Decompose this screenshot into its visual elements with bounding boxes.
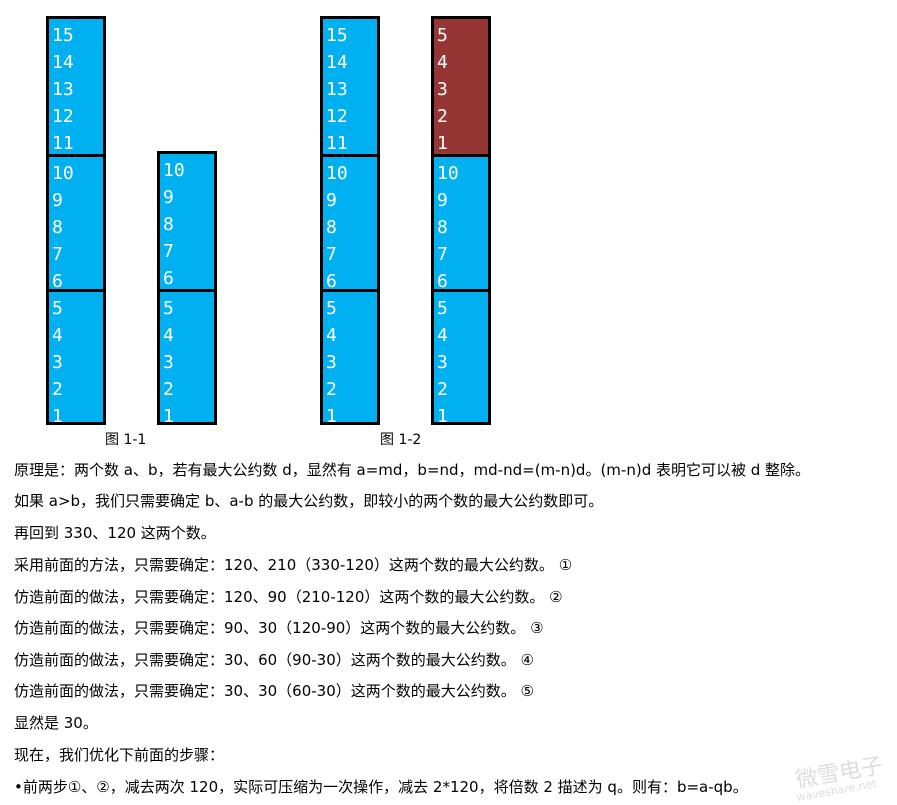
- text-line: 仿造前面的做法，只需要确定：120、90（210-120）这两个数的最大公约数。…: [14, 588, 563, 606]
- bar-1-num: 2: [52, 379, 63, 400]
- bar-2-num: 8: [163, 214, 174, 235]
- bar-3-num: 11: [326, 133, 348, 154]
- bar-2: 10 9 8 7 6 5 4 3 2 1: [157, 151, 217, 427]
- bar-1-num: 8: [52, 217, 63, 238]
- bar-4-num: 9: [437, 190, 448, 211]
- bar-3-num: 14: [326, 52, 348, 73]
- bar-4-segment-bot: 5 4 3 2 1: [434, 289, 488, 427]
- bar-3-num: 8: [326, 217, 337, 238]
- bar-2-num: 9: [163, 187, 174, 208]
- bar-3-num: 4: [326, 325, 337, 346]
- bar-4-num: 4: [437, 52, 448, 73]
- bar-2-num: 3: [163, 352, 174, 373]
- text-line: 仿造前面的做法，只需要确定：90、30（120-90）这两个数的最大公约数。 ③: [14, 619, 544, 637]
- bar-3-segment-top: 15 14 13 12 11: [323, 19, 377, 154]
- bar-4-num: 1: [437, 133, 448, 154]
- bar-3-num: 6: [326, 271, 337, 292]
- bar-1-num: 1: [52, 406, 63, 427]
- bar-4-num: 2: [437, 379, 448, 400]
- bar-3-num: 7: [326, 244, 337, 265]
- bar-1-num: 15: [52, 25, 74, 46]
- bar-4-num: 6: [437, 271, 448, 292]
- bar-3-num: 9: [326, 190, 337, 211]
- text-line: 显然是 30。: [14, 714, 98, 732]
- bar-2-num: 1: [163, 406, 174, 427]
- bar-3-segment-bot: 5 4 3 2 1: [323, 289, 377, 427]
- bar-4-num: 8: [437, 217, 448, 238]
- bar-3-num: 15: [326, 25, 348, 46]
- bar-4-num: 10: [437, 163, 459, 184]
- bar-1-num: 4: [52, 325, 63, 346]
- bar-1-num: 6: [52, 271, 63, 292]
- bar-1-num: 13: [52, 79, 74, 100]
- bar-3-num: 10: [326, 163, 348, 184]
- bar-3-num: 13: [326, 79, 348, 100]
- text-line: 仿造前面的做法，只需要确定：30、30（60-30）这两个数的最大公约数。 ⑤: [14, 682, 534, 700]
- bar-2-num: 6: [163, 268, 174, 289]
- bar-4-num: 3: [437, 352, 448, 373]
- text-line: 采用前面的方法，只需要确定：120、210（330-120）这两个数的最大公约数…: [14, 556, 573, 574]
- bar-1: 15 14 13 12 11 10 9 8 7 6 5 4 3 2 1: [46, 16, 106, 427]
- bar-4: 5 4 3 2 1 10 9 8 7 6 5 4 3 2 1: [431, 16, 491, 427]
- bar-3: 15 14 13 12 11 10 9 8 7 6 5 4 3 2 1: [320, 16, 380, 427]
- bar-4-num: 7: [437, 244, 448, 265]
- bar-1-segment-top: 15 14 13 12 11: [49, 19, 103, 154]
- figure-2-caption: 图 1-2: [380, 432, 422, 448]
- bar-3-num: 3: [326, 352, 337, 373]
- bar-2-num: 10: [163, 160, 185, 181]
- bar-2-segment-mid: 10 9 8 7 6: [160, 154, 214, 289]
- bar-1-num: 14: [52, 52, 74, 73]
- bar-1-num: 10: [52, 163, 74, 184]
- text-line: 如果 a>b，我们只需要确定 b、a-b 的最大公约数，即较小的两个数的最大公约…: [14, 492, 604, 510]
- bar-4-segment-top-red: 5 4 3 2 1: [434, 19, 488, 154]
- bar-4-num: 2: [437, 106, 448, 127]
- bar-3-num: 5: [326, 298, 337, 319]
- bar-1-segment-bot: 5 4 3 2 1: [49, 289, 103, 427]
- bar-3-num: 2: [326, 379, 337, 400]
- bar-4-num: 1: [437, 406, 448, 427]
- text-line: 再回到 330、120 这两个数。: [14, 524, 216, 542]
- bar-4-num: 3: [437, 79, 448, 100]
- bar-2-segment-bot: 5 4 3 2 1: [160, 289, 214, 427]
- bar-1-num: 5: [52, 298, 63, 319]
- text-line: 原理是：两个数 a、b，若有最大公约数 d，显然有 a=md，b=nd，md-n…: [14, 461, 811, 479]
- bar-3-segment-mid: 10 9 8 7 6: [323, 154, 377, 292]
- bar-2-num: 2: [163, 379, 174, 400]
- bar-1-segment-mid: 10 9 8 7 6: [49, 154, 103, 292]
- bar-2-num: 5: [163, 298, 174, 319]
- bar-4-num: 5: [437, 298, 448, 319]
- bar-2-num: 7: [163, 241, 174, 262]
- bar-2-num: 4: [163, 325, 174, 346]
- bar-4-segment-mid: 10 9 8 7 6: [434, 154, 488, 292]
- bar-3-num: 1: [326, 406, 337, 427]
- text-line: 仿造前面的做法，只需要确定：30、60（90-30）这两个数的最大公约数。 ④: [14, 651, 534, 669]
- bar-1-num: 12: [52, 106, 74, 127]
- bar-3-num: 12: [326, 106, 348, 127]
- text-line: •前两步①、②，减去两次 120，实际可压缩为一次操作，减去 2*120，将倍数…: [14, 778, 748, 796]
- bar-4-num: 4: [437, 325, 448, 346]
- text-line: 现在，我们优化下前面的步骤：: [14, 746, 225, 764]
- figure-1-caption: 图 1-1: [105, 432, 147, 448]
- bar-1-num: 9: [52, 190, 63, 211]
- bar-4-num: 5: [437, 25, 448, 46]
- bar-1-num: 3: [52, 352, 63, 373]
- bar-1-num: 7: [52, 244, 63, 265]
- bar-1-num: 11: [52, 133, 74, 154]
